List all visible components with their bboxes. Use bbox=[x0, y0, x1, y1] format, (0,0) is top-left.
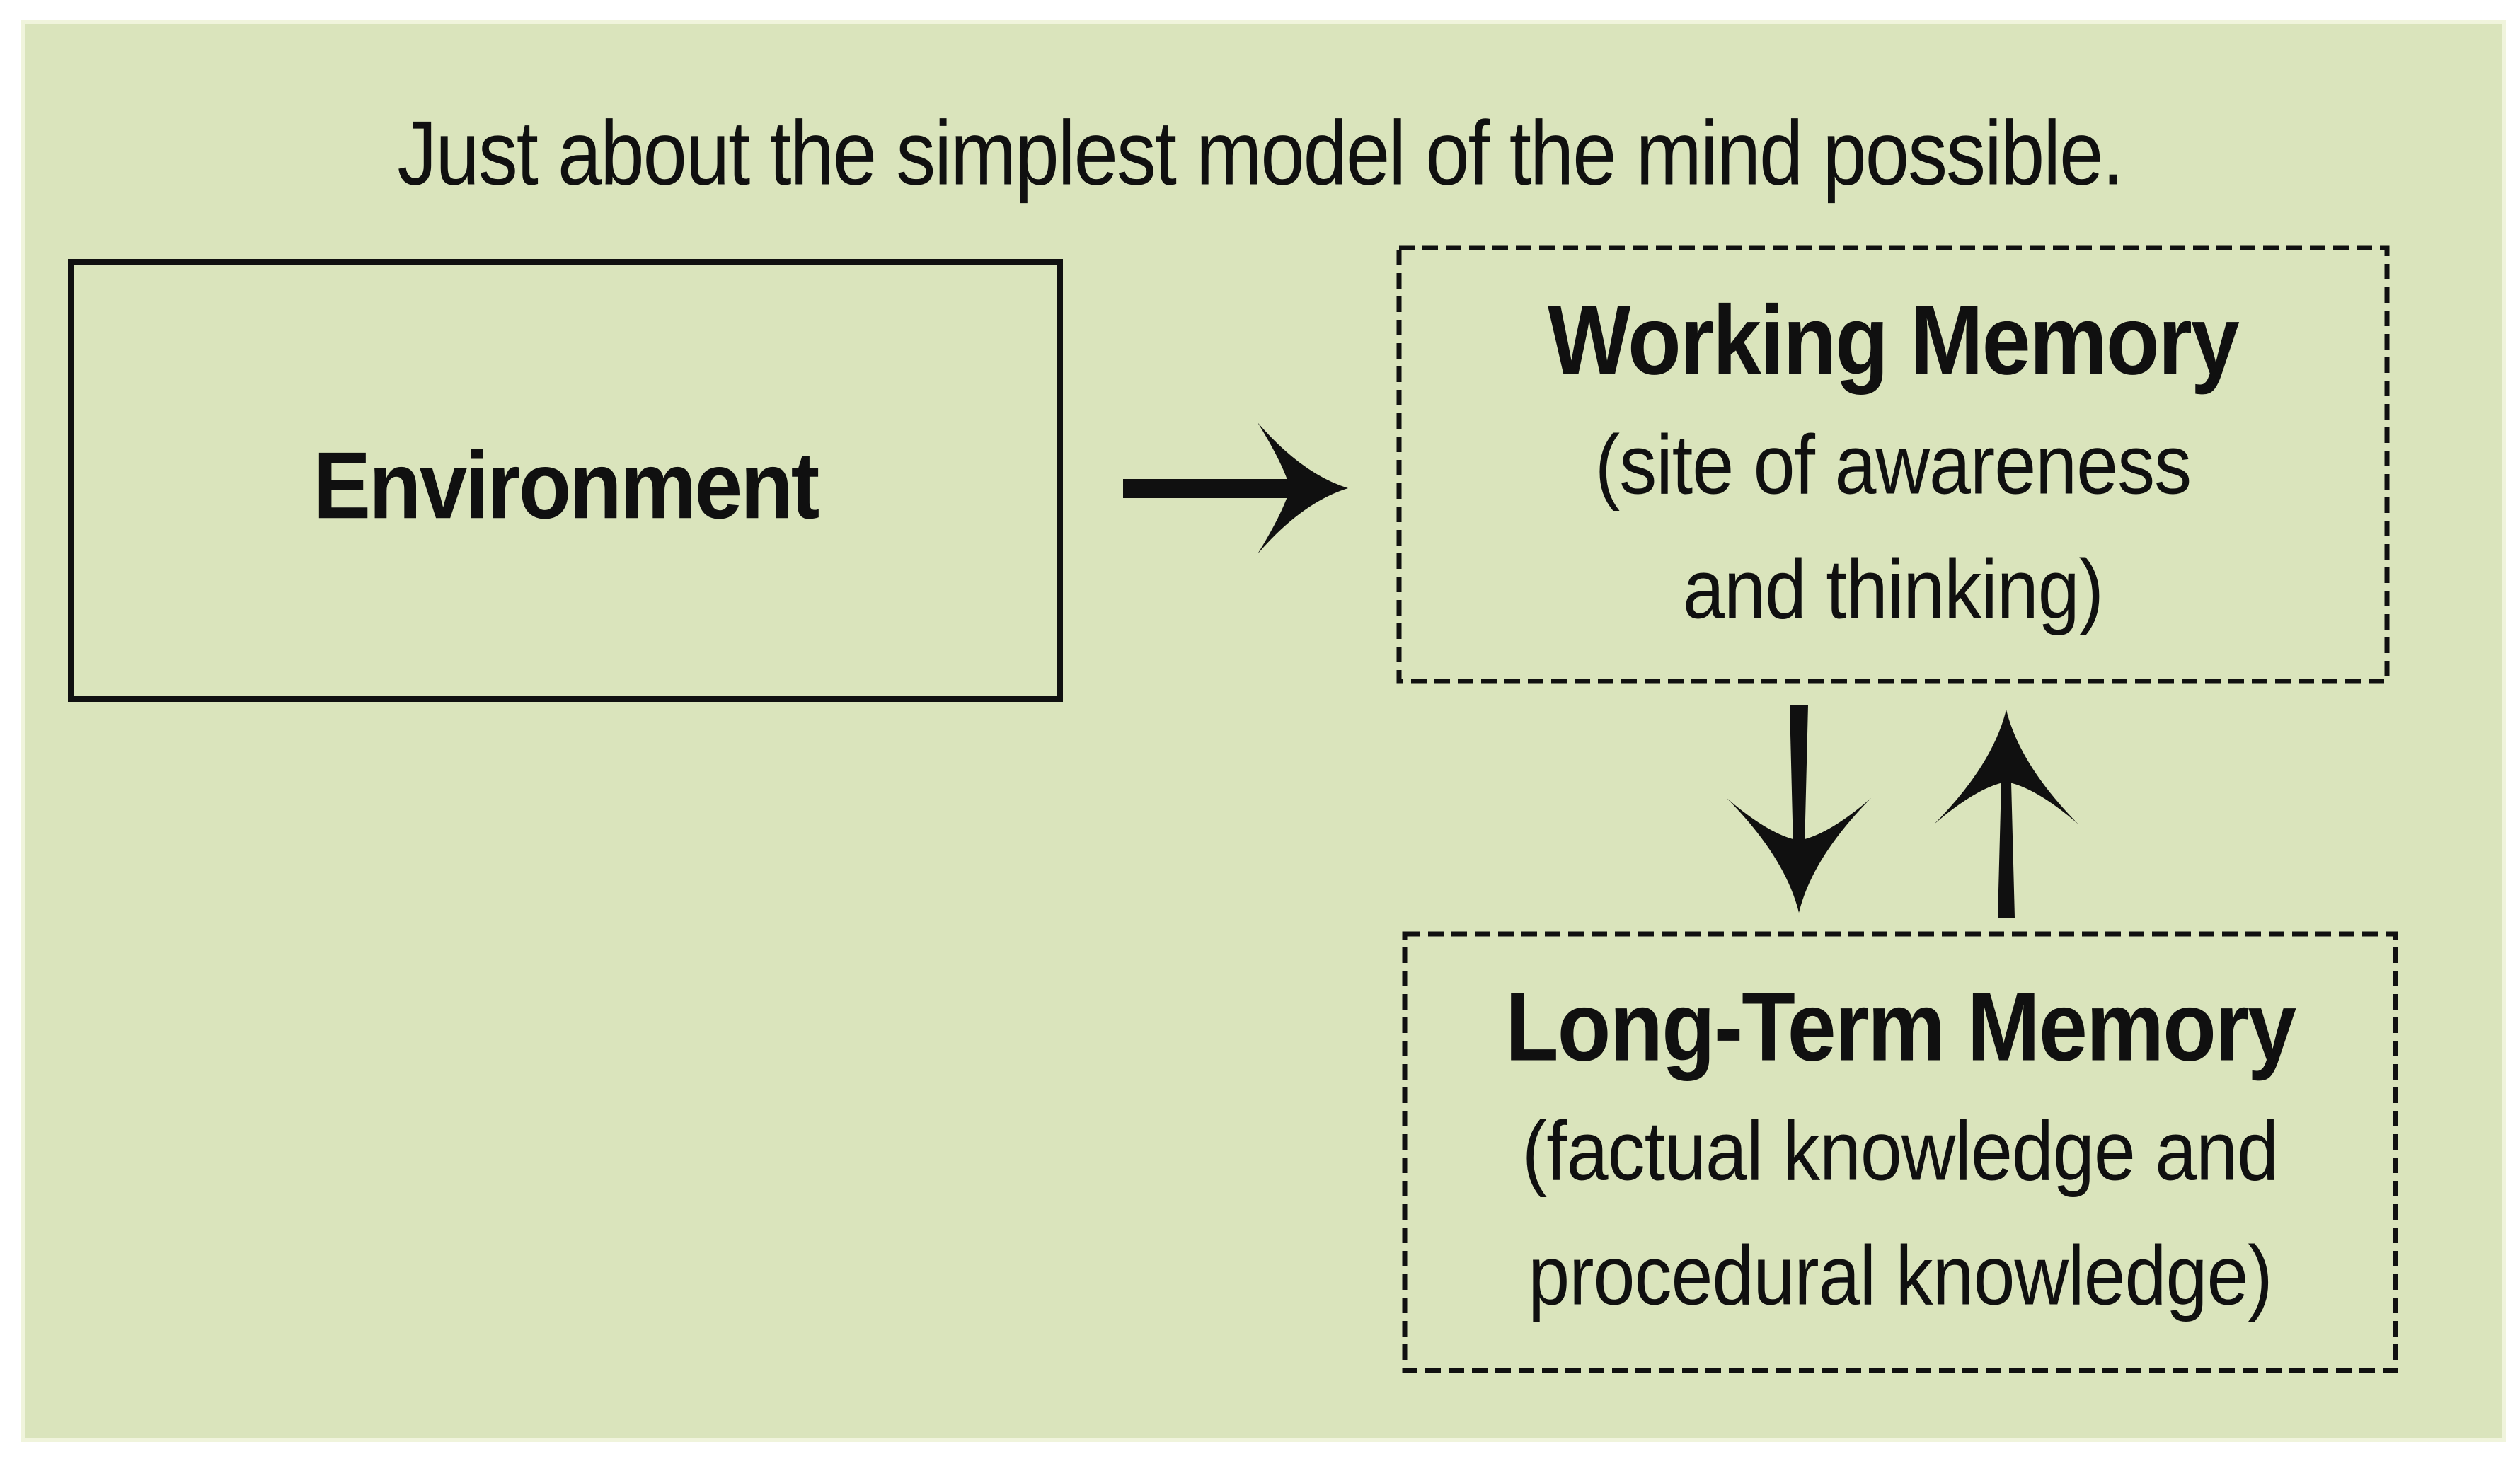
diagram-title: Just about the simplest model of the min… bbox=[397, 102, 2124, 204]
long-term-memory-sublabel: (factual knowledge and procedural knowle… bbox=[1521, 1090, 2279, 1338]
working-memory-box-border bbox=[1396, 245, 2390, 684]
long-term-memory-label: Long-Term Memory bbox=[1504, 972, 2296, 1082]
environment-node: Environment bbox=[71, 262, 1060, 699]
working-memory-sublabel-line1: (site of awareness bbox=[1594, 418, 2192, 512]
long-term-memory-node: Long-Term Memory (factual knowledge and … bbox=[1405, 934, 2395, 1370]
working-memory-node: Working Memory (site of awareness and th… bbox=[1399, 248, 2387, 681]
environment-label: Environment bbox=[313, 432, 820, 538]
arrow-environment-to-working-memory-icon bbox=[1123, 422, 1348, 554]
long-term-memory-sublabel-line1: (factual knowledge and bbox=[1521, 1104, 2279, 1199]
arrow-long-term-memory-to-working-memory-icon bbox=[1934, 710, 2078, 918]
long-term-memory-box-border bbox=[1402, 931, 2398, 1373]
diagram-panel bbox=[21, 20, 2506, 1442]
working-memory-sublabel-line2: and thinking) bbox=[1683, 542, 2104, 637]
long-term-memory-sublabel-line2: procedural knowledge) bbox=[1528, 1228, 2272, 1323]
working-memory-label: Working Memory bbox=[1548, 286, 2240, 396]
environment-box-border bbox=[68, 259, 1063, 702]
arrow-working-memory-to-long-term-memory-icon bbox=[1727, 705, 1871, 913]
working-memory-sublabel: (site of awareness and thinking) bbox=[1594, 403, 2192, 652]
